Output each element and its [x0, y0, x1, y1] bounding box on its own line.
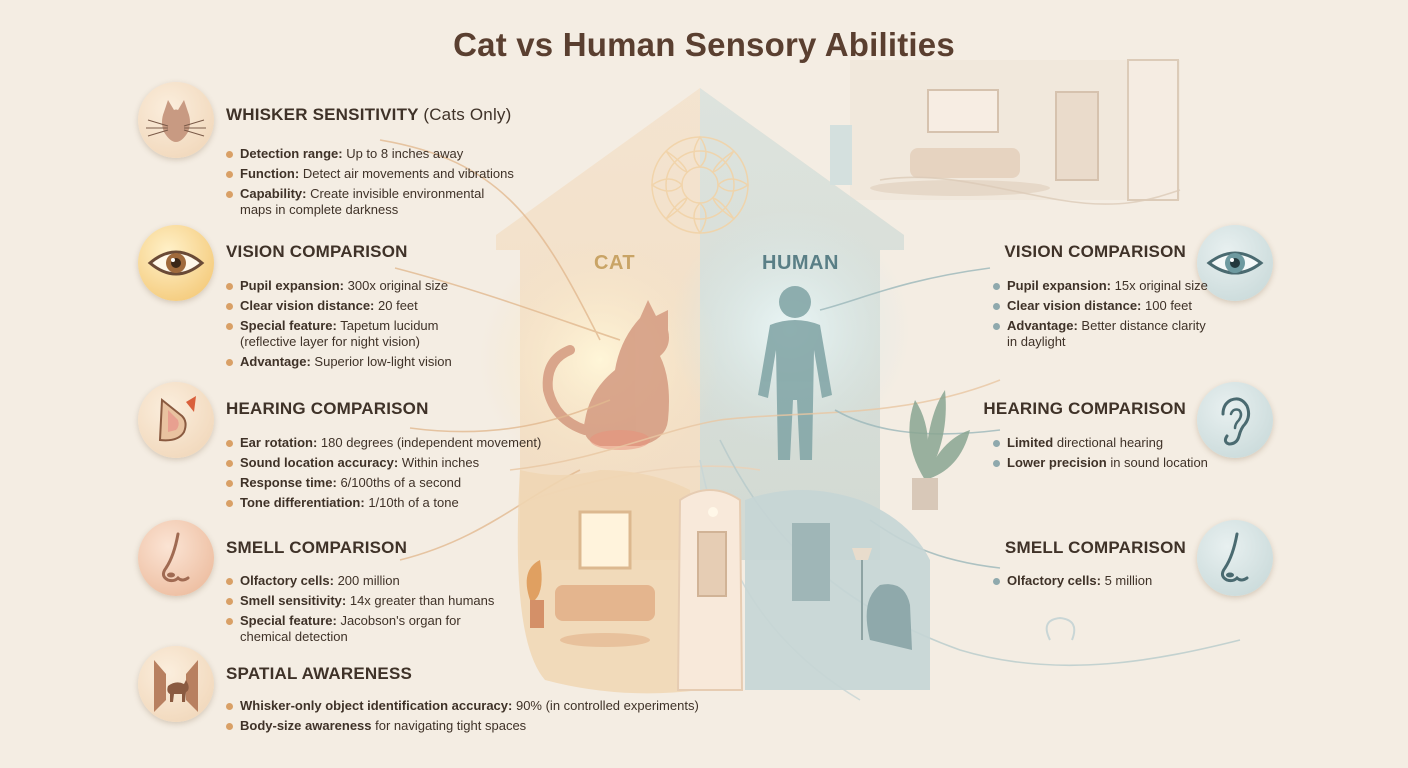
- cat-smell-title: SMELL COMPARISON: [226, 538, 408, 557]
- cat-vision-title: VISION COMPARISON: [226, 242, 408, 261]
- list-item: Whisker-only object identification accur…: [226, 698, 699, 714]
- whisker-title: WHISKER SENSITIVITY (Cats Only): [226, 105, 512, 124]
- human-vision-title: VISION COMPARISON: [1004, 242, 1186, 261]
- spatial-list: Whisker-only object identification accur…: [226, 698, 699, 738]
- cat-walking-icon: [138, 646, 214, 722]
- list-item: Smell sensitivity: 14x greater than huma…: [226, 593, 494, 609]
- cat-label: CAT: [594, 252, 636, 274]
- list-item: Detection range: Up to 8 inches away: [226, 146, 514, 162]
- wall-picture: [927, 89, 999, 133]
- list-item: Olfactory cells: 200 million: [226, 573, 494, 589]
- list-item: Special feature: Tapetum lucidum(reflect…: [226, 318, 452, 350]
- list-item: Clear vision distance: 100 feet: [993, 298, 1208, 314]
- human-silhouette: [758, 286, 832, 460]
- list-item: Lower precision in sound location: [993, 455, 1208, 471]
- cat-ear-icon: [138, 382, 214, 458]
- list-item: Clear vision distance: 20 feet: [226, 298, 452, 314]
- list-item: Ear rotation: 180 degrees (independent m…: [226, 435, 541, 451]
- eye-icon: [1197, 225, 1273, 301]
- cat-hearing-title: HEARING COMPARISON: [226, 399, 429, 418]
- list-item: Tone differentiation: 1/10th of a tone: [226, 495, 541, 511]
- nose-icon: [138, 520, 214, 596]
- whisker-list: Detection range: Up to 8 inches away Fun…: [226, 146, 514, 222]
- human-ear-icon: [1197, 382, 1273, 458]
- cat-room: [517, 470, 700, 694]
- list-item: Olfactory cells: 5 million: [993, 573, 1152, 589]
- list-item: Body-size awareness for navigating tight…: [226, 718, 699, 734]
- cat-silhouette: [542, 300, 669, 446]
- whisker-subtitle: (Cats Only): [423, 105, 512, 124]
- human-hearing-list: Limited directional hearing Lower precis…: [993, 435, 1208, 475]
- cat-hearing-list: Ear rotation: 180 degrees (independent m…: [226, 435, 541, 515]
- human-room-chair: [866, 584, 912, 650]
- cat-smell-list: Olfactory cells: 200 million Smell sensi…: [226, 573, 494, 649]
- human-vision-list: Pupil expansion: 15x original size Clear…: [993, 278, 1208, 354]
- list-item: Pupil expansion: 15x original size: [993, 278, 1208, 294]
- list-item: Sound location accuracy: Within inches: [226, 455, 541, 471]
- nose-icon: [1197, 520, 1273, 596]
- page-title: Cat vs Human Sensory Abilities: [453, 26, 955, 63]
- human-hearing-title: HEARING COMPARISON: [983, 399, 1186, 418]
- list-item: Function: Detect air movements and vibra…: [226, 166, 514, 182]
- room-sofa: [910, 148, 1020, 178]
- room-door: [1055, 91, 1099, 181]
- cat-room-window: [578, 510, 632, 570]
- list-item: Response time: 6/100ths of a second: [226, 475, 541, 491]
- eye-icon: [138, 225, 214, 301]
- room-window: [1127, 59, 1179, 201]
- human-smell-list: Olfactory cells: 5 million: [993, 573, 1152, 593]
- list-item: Advantage: Superior low-light vision: [226, 354, 452, 370]
- list-item: Capability: Create invisible environment…: [226, 186, 514, 218]
- human-label: HUMAN: [762, 252, 839, 274]
- cat-room-sofa: [555, 585, 655, 621]
- human-smell-title: SMELL COMPARISON: [1004, 538, 1186, 557]
- spatial-title: SPATIAL AWARENESS: [226, 664, 413, 683]
- list-item: Pupil expansion: 300x original size: [226, 278, 452, 294]
- list-item: Limited directional hearing: [993, 435, 1208, 451]
- cat-face-icon: [138, 82, 214, 158]
- cat-vision-list: Pupil expansion: 300x original size Clea…: [226, 278, 452, 374]
- mandala-ornament: [650, 135, 750, 235]
- human-room-door: [792, 523, 830, 601]
- plant-decoration: [909, 390, 970, 480]
